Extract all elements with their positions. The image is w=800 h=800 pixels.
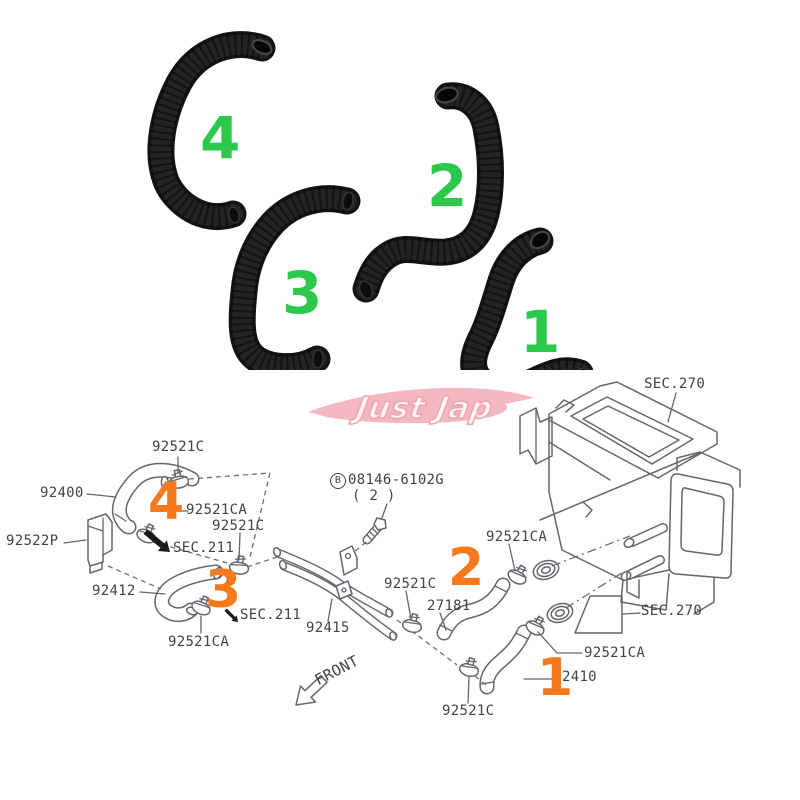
section-label-sec211-lower: SEC.211 bbox=[240, 607, 302, 623]
part-label-92522p: 92522P bbox=[6, 533, 59, 549]
hose-1-photo bbox=[460, 227, 594, 370]
valve-92522p-drawing bbox=[87, 513, 113, 574]
part-label-92521c-bottom: 92521C bbox=[442, 703, 495, 719]
part-label-92412: 92412 bbox=[92, 583, 136, 599]
grommet-ring-icon bbox=[544, 599, 576, 627]
pipe-92415-drawing bbox=[272, 517, 398, 641]
hose-92400-drawing bbox=[111, 462, 200, 535]
part-label-27181: 27181 bbox=[427, 598, 471, 614]
part-label-92521c-top: 92521C bbox=[152, 439, 205, 455]
diagram-callout-4: 4 bbox=[148, 472, 185, 532]
diagram-callout-1: 1 bbox=[537, 648, 574, 708]
hose-3-photo bbox=[228, 185, 361, 370]
front-arrow-icon bbox=[295, 674, 328, 706]
part-label-92410: 2410 bbox=[562, 669, 597, 685]
parts-diagram bbox=[63, 381, 741, 706]
hose-number-2: 2 bbox=[427, 152, 468, 220]
part-label-92521ca-upper-right: 92521CA bbox=[486, 529, 548, 545]
just-jap-watermark: Just Jap bbox=[308, 387, 534, 427]
hose-4-photo bbox=[147, 31, 276, 231]
section-label-sec211-upper: SEC.211 bbox=[173, 540, 235, 556]
sec270-pointer-drawing bbox=[530, 535, 631, 634]
watermark-text: Just Jap bbox=[348, 391, 496, 426]
heater-unit-drawing bbox=[519, 381, 741, 615]
clamp-icon bbox=[400, 611, 426, 636]
bolt-number: 08146-6102G bbox=[348, 472, 445, 488]
part-label-92415: 92415 bbox=[306, 620, 350, 636]
watermark-swoosh bbox=[308, 387, 534, 424]
hose-photo-collage bbox=[147, 31, 594, 370]
part-label-92521ca-right: 92521CA bbox=[584, 645, 646, 661]
hose-92410-drawing bbox=[479, 624, 532, 695]
diagram-callout-2: 2 bbox=[448, 538, 485, 598]
bolt-quantity: ( 2 ) bbox=[352, 488, 396, 504]
hose-number-1: 1 bbox=[520, 298, 561, 366]
part-label-92521ca-hose3: 92521CA bbox=[168, 634, 230, 650]
grommet-ring-icon bbox=[530, 556, 562, 584]
hose-2-photo bbox=[352, 82, 504, 303]
part-label-92400: 92400 bbox=[40, 485, 84, 501]
part-label-92521ca-hose4: 92521CA bbox=[186, 502, 248, 518]
circled-b-icon: B bbox=[330, 473, 346, 489]
section-label-sec270-side: SEC.270 bbox=[641, 603, 703, 619]
hose-27181-drawing bbox=[436, 577, 511, 641]
part-label-92521c-center: 92521C bbox=[384, 576, 437, 592]
bolt-drawing bbox=[362, 517, 387, 545]
diagram-callout-3: 3 bbox=[205, 560, 242, 620]
leader-lines bbox=[63, 392, 677, 704]
hose-number-4: 4 bbox=[200, 104, 241, 172]
section-label-sec270-top: SEC.270 bbox=[644, 376, 706, 392]
clamp-icon bbox=[457, 655, 483, 680]
part-label-92521c-left: 92521C bbox=[212, 518, 265, 534]
hose-number-3: 3 bbox=[282, 259, 323, 327]
